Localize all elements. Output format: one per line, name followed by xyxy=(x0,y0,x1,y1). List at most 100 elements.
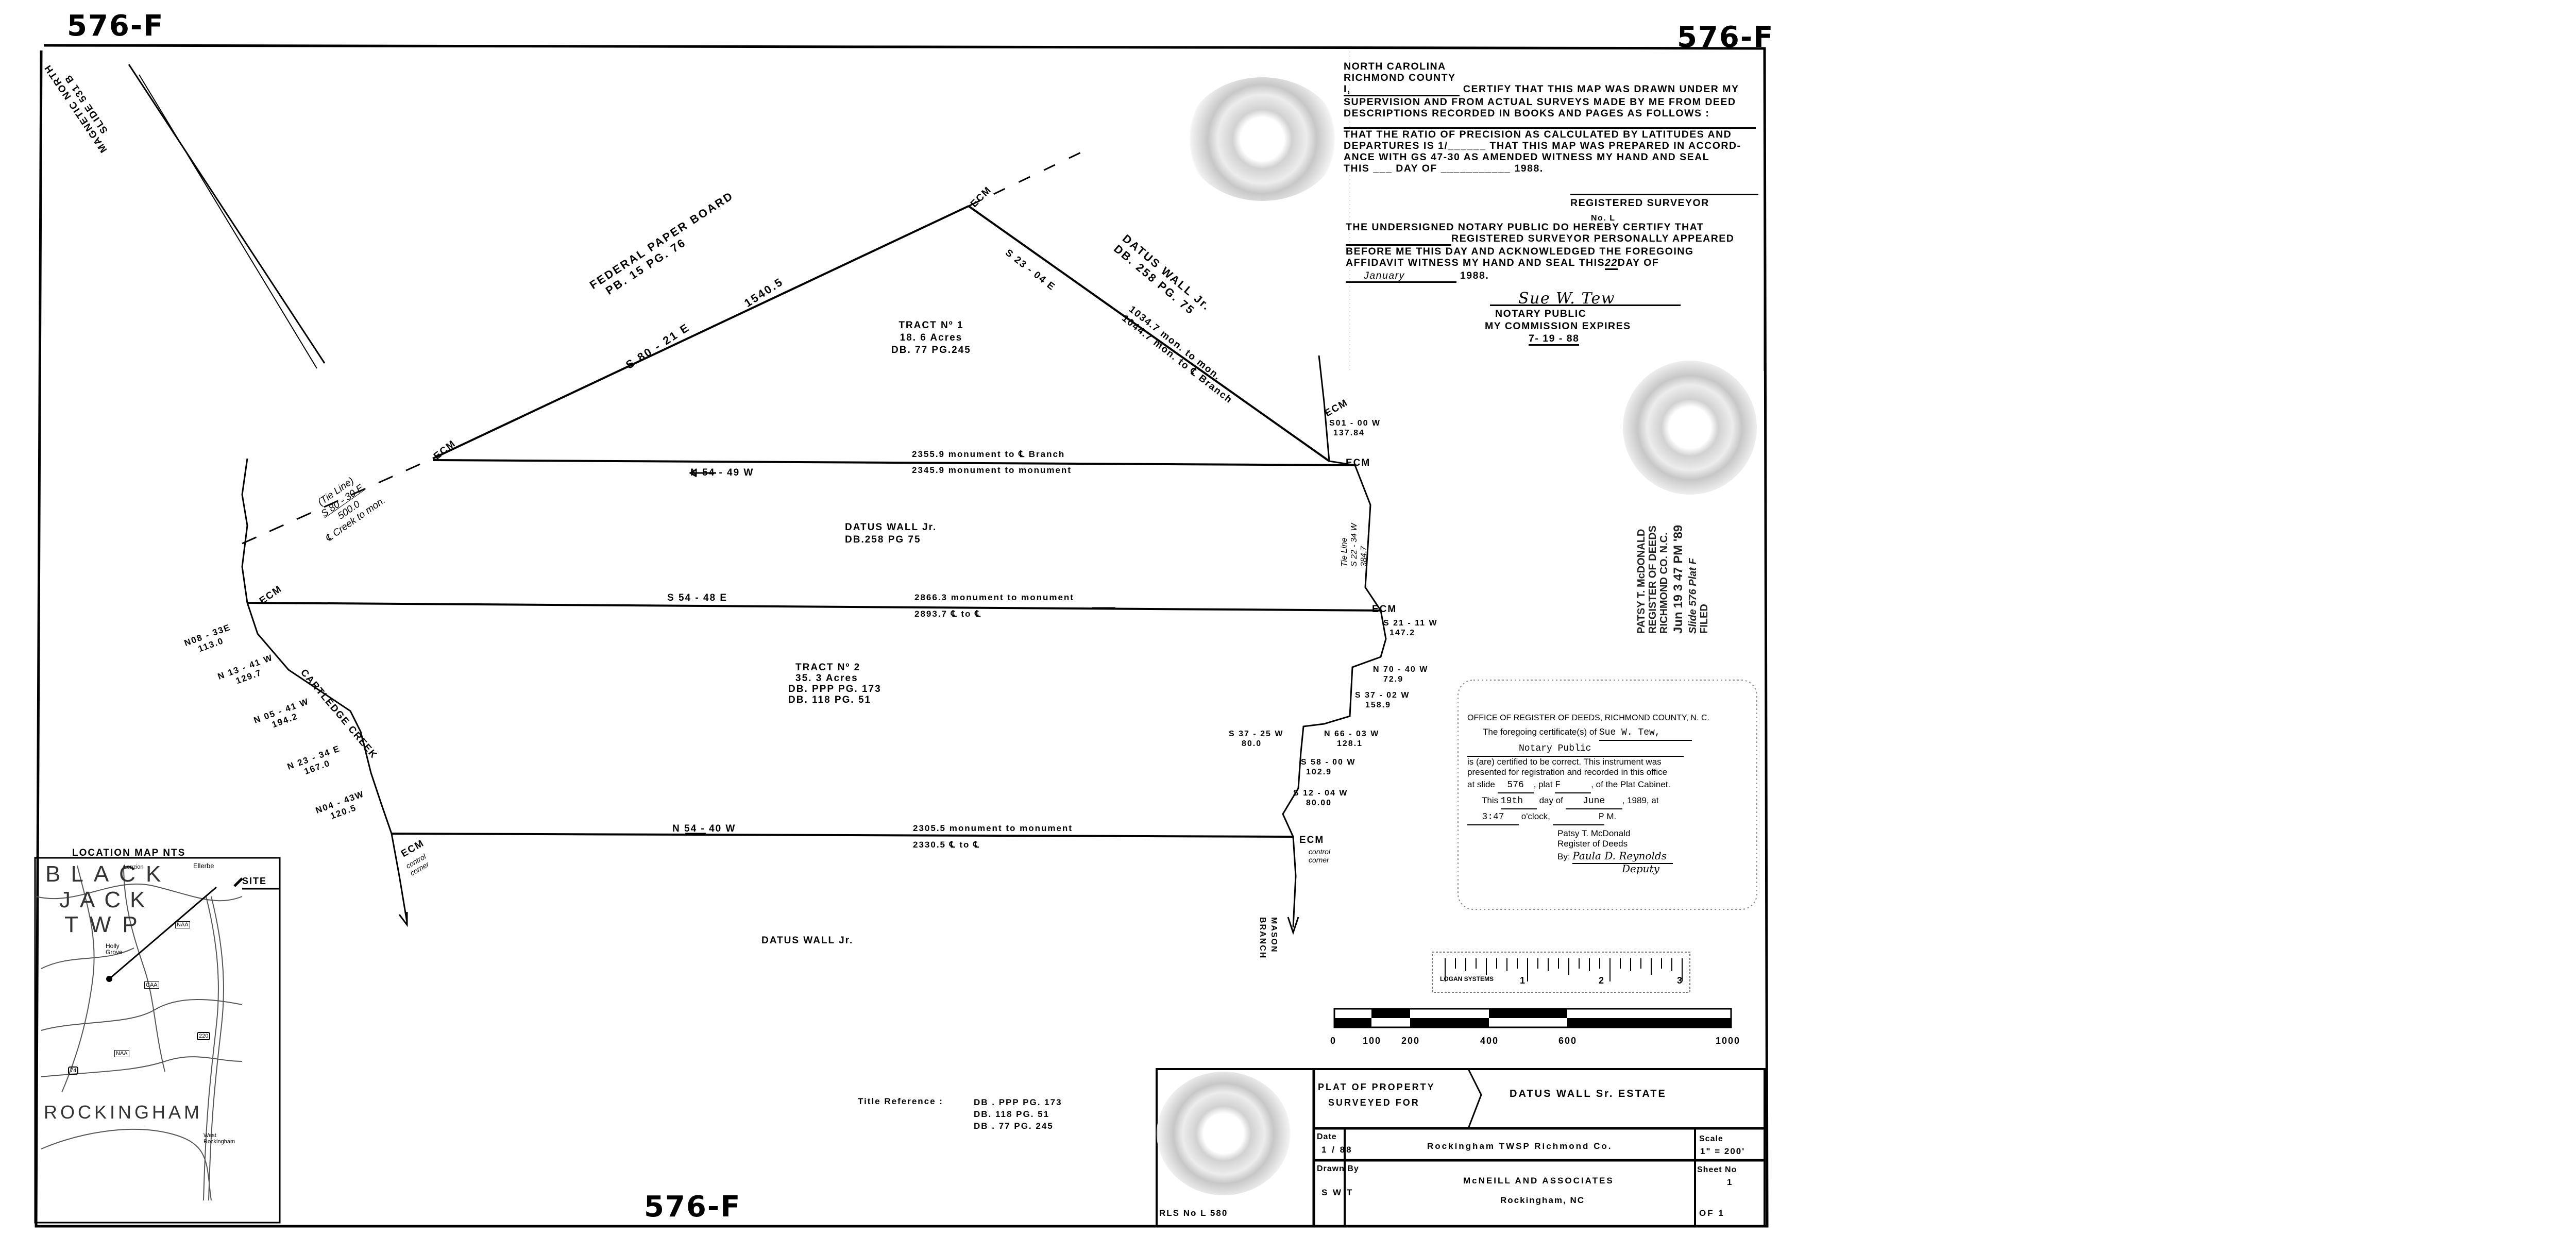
rod-text: By: xyxy=(1557,852,1570,861)
ruler-mark: 1 xyxy=(1520,975,1526,986)
scale-tick: 600 xyxy=(1558,1036,1578,1046)
title-reference-item: DB . 77 PG. 245 xyxy=(974,1121,1054,1131)
rod-text: is (are) certified to be correct. This i… xyxy=(1467,757,1662,767)
ruler-mark: 2 xyxy=(1599,975,1604,986)
title-reference-label: Title Reference : xyxy=(858,1096,943,1106)
title-block-rls: RLS No L 580 xyxy=(1159,1208,1228,1218)
call-bot-dist1: 2305.5 monument to monument xyxy=(913,823,1073,833)
call-bearing: S 12 - 04 W xyxy=(1293,789,1348,798)
location-map-site: SITE xyxy=(242,876,267,886)
map-town-ellerbe: Ellerbe xyxy=(193,862,214,870)
call-bearing: S 58 - 00 W xyxy=(1301,758,1356,767)
register-role: Register of Deeds xyxy=(1557,839,1628,849)
call-bearing: S 37 - 25 W xyxy=(1229,730,1284,738)
scale-tick: 0 xyxy=(1330,1036,1337,1046)
cert-county: RICHMOND COUNTY xyxy=(1344,72,1456,83)
map-label-black: BLACK xyxy=(45,861,172,887)
rod-slide: 576 xyxy=(1497,778,1534,793)
map-airport-label: NAA xyxy=(114,1050,129,1057)
file-mark-top-left: 576-F xyxy=(67,9,164,43)
cert-text: SUPERVISION AND FROM ACTUAL SURVEYS MADE… xyxy=(1344,96,1736,108)
rod-day: 19th xyxy=(1500,794,1537,809)
ecm-label: ECM xyxy=(1346,458,1371,468)
ecm-label: ECM xyxy=(1372,604,1397,615)
adjoiner-datus-wall-mid: DATUS WALL Jr. DB.258 PG 75 xyxy=(845,521,937,546)
tract-acres: 35. 3 Acres xyxy=(795,673,858,684)
deputy-signature: Paula D. Reynolds xyxy=(1572,849,1673,864)
title-block-scale-label: Scale xyxy=(1699,1135,1723,1143)
ruler-mark: 3 xyxy=(1677,975,1683,986)
stamp-text: Jun 19 3 47 PM '89 xyxy=(1671,524,1685,634)
cert-text: CERTIFY THAT THIS MAP WAS DRAWN UNDER MY xyxy=(1463,83,1739,95)
rod-text: The foregoing certificate(s) of xyxy=(1483,727,1597,737)
branch-name-part: MASON xyxy=(1269,917,1278,953)
tract-name: TRACT Nº 2 xyxy=(795,662,861,673)
stamp-text: Slide 576 Plat F xyxy=(1687,558,1699,634)
rod-text: M. xyxy=(1606,811,1617,821)
call-distance: 80.0 xyxy=(1242,739,1262,748)
cert-text: REGISTERED SURVEYOR PERSONALLY APPEARED xyxy=(1451,233,1735,244)
surveyor-certificate: NORTH CAROLINA RICHMOND COUNTY I, CERTIF… xyxy=(1344,61,1758,224)
cert-line: I, CERTIFY THAT THIS MAP WAS DRAWN UNDER… xyxy=(1344,83,1758,96)
cert-line: January 1988. xyxy=(1346,270,1734,283)
tie-line-east: Tie Line S 22 - 34 W 384.7 xyxy=(1340,523,1369,567)
call-bearing: N 70 - 40 W xyxy=(1373,665,1429,674)
notary-month: January xyxy=(1346,270,1456,283)
surveyor-seal xyxy=(1185,77,1340,201)
call-mid-bearing: S 54 - 48 E xyxy=(667,592,728,603)
control-corner-note: control corner xyxy=(1309,848,1331,864)
call-distance: 102.9 xyxy=(1306,768,1332,776)
tract-name: TRACT Nº 1 xyxy=(899,320,964,331)
deputy-title: Deputy xyxy=(1622,862,1659,875)
map-shield-us74: 74 xyxy=(68,1066,79,1075)
notary-signature-line xyxy=(1490,304,1681,306)
title-reference-item: DB . PPP PG. 173 xyxy=(974,1097,1062,1107)
cert-text: THAT THE RATIO OF PRECISION AS CALCULATE… xyxy=(1344,129,1732,140)
stamp-text: REGISTER OF DEEDS xyxy=(1647,525,1658,634)
call-bot-bearing: N 54 - 40 W xyxy=(672,823,736,834)
cert-text: DESCRIPTIONS RECORDED IN BOOKS AND PAGES… xyxy=(1344,108,1710,119)
map-airport-label: CAA xyxy=(144,981,159,989)
surveyor-number: No. L xyxy=(1591,214,1616,223)
title-reference-list: DB . PPP PG. 173 DB. 118 PG. 51 DB . 77 … xyxy=(974,1096,1062,1132)
stamp-text: RICHMOND CO. N.C. xyxy=(1658,532,1670,634)
branch-name-part: BRANCH xyxy=(1258,917,1267,959)
file-mark-bottom: 576-F xyxy=(644,1190,741,1224)
title-block-scale: 1" = 200' xyxy=(1700,1146,1745,1156)
cert-text: DEPARTURES IS 1/______ THAT THIS MAP WAS… xyxy=(1344,140,1741,151)
call-distance: 137.84 xyxy=(1333,429,1365,437)
tract-ref: DB. PPP PG. 173 xyxy=(788,684,882,695)
cert-text: THE UNDERSIGNED NOTARY PUBLIC DO HEREBY … xyxy=(1346,222,1704,233)
title-block-sheet-of: OF 1 xyxy=(1699,1208,1725,1218)
rod-month: June xyxy=(1565,794,1622,809)
rod-text: at slide xyxy=(1467,780,1495,789)
rod-text: , plat xyxy=(1533,780,1553,789)
scale-tick: 400 xyxy=(1480,1036,1499,1046)
call-distance: 72.9 xyxy=(1383,675,1404,684)
notary-seal xyxy=(1623,361,1757,495)
call-distance: 147.2 xyxy=(1389,629,1416,637)
stamp-text: PATSY T. McDONALD xyxy=(1636,529,1647,634)
rod-time: 3:47 xyxy=(1467,810,1519,825)
call-top-bearing: N 54 - 49 W xyxy=(690,467,754,478)
title-block-drawn-by: S W T xyxy=(1321,1188,1354,1197)
tract-2-label: TRACT Nº 2 35. 3 Acres DB. PPP PG. 173 D… xyxy=(788,662,882,705)
map-town-lenzion: Lenzion xyxy=(124,864,144,870)
title-block-firm-city: Rockingham, NC xyxy=(1500,1195,1585,1205)
call-bearing: S01 - 00 W xyxy=(1329,419,1381,428)
map-airport-label: NAA xyxy=(175,921,190,928)
cert-text: AFFIDAVIT WITNESS MY HAND AND SEAL THIS xyxy=(1346,257,1605,268)
rod-text: This xyxy=(1482,795,1499,805)
tract-ref: DB. 77 PG.245 xyxy=(891,345,971,355)
title-block-text: SURVEYED FOR xyxy=(1328,1097,1420,1108)
tie-title: Tie Line xyxy=(1340,537,1349,567)
title-block-sheet-label: Sheet No xyxy=(1697,1165,1737,1174)
cert-line: REGISTERED SURVEYOR PERSONALLY APPEARED xyxy=(1346,233,1734,246)
title-block-drawn-label: Drawn By xyxy=(1317,1164,1359,1173)
map-town-west-rockingham: West Rockingham xyxy=(204,1132,235,1145)
